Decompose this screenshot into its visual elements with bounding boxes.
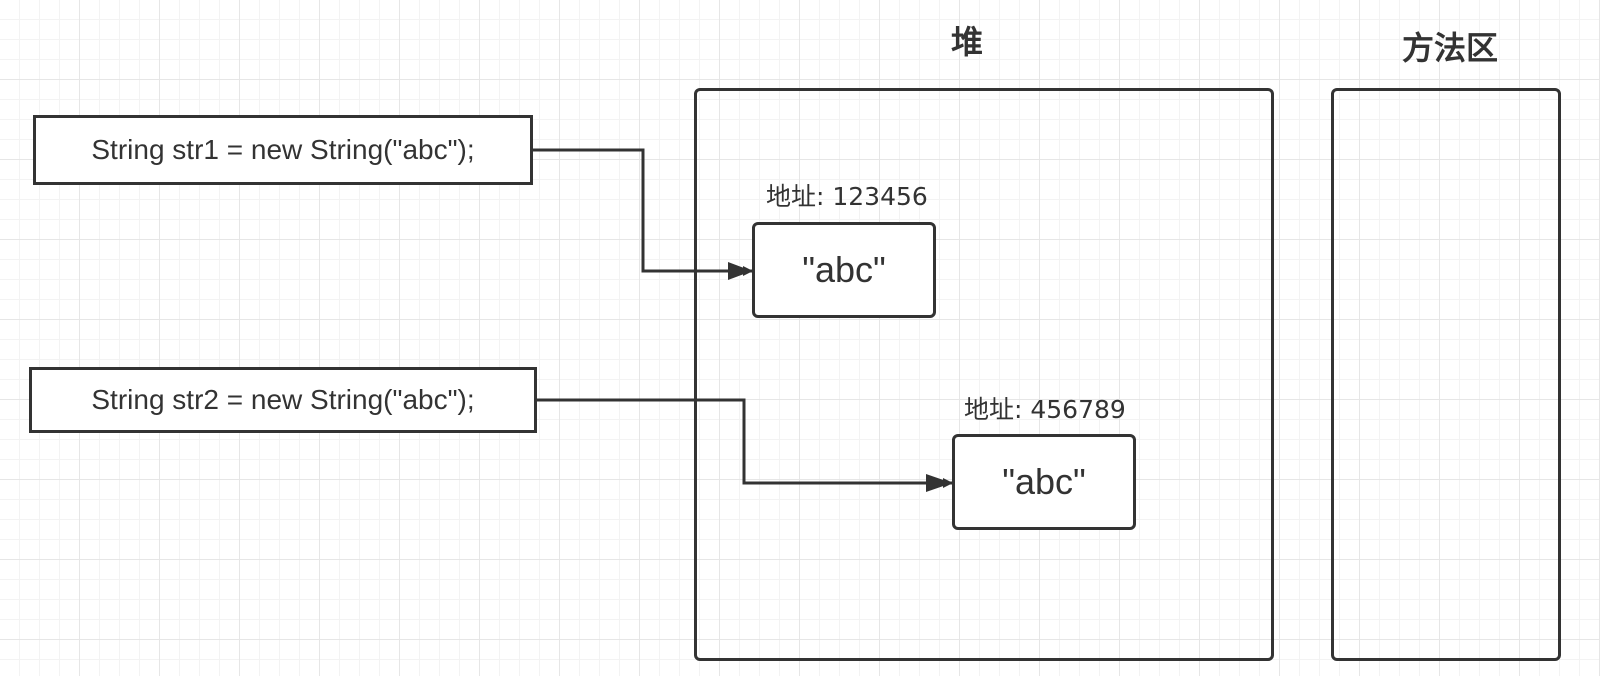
object-2-address-label: 地址: 456789 [964,395,1126,424]
str2-statement-box: String str2 = new String("abc"); [29,367,537,433]
heap-object-1: "abc" [752,222,936,318]
heap-title: 堆 [950,23,983,61]
heap-object-1-value: "abc" [802,249,886,290]
heap-object-2: "abc" [952,434,1136,530]
heap-region [694,88,1274,661]
str2-statement-text: String str2 = new String("abc"); [91,384,475,415]
str1-statement-text: String str1 = new String("abc"); [91,134,475,165]
heap-object-2-value: "abc" [1002,461,1086,502]
str1-statement-box: String str1 = new String("abc"); [33,115,533,185]
method-area-region [1331,88,1561,661]
object-1-address-label: 地址: 123456 [766,182,928,211]
method-area-title: 方法区 [1401,29,1498,67]
